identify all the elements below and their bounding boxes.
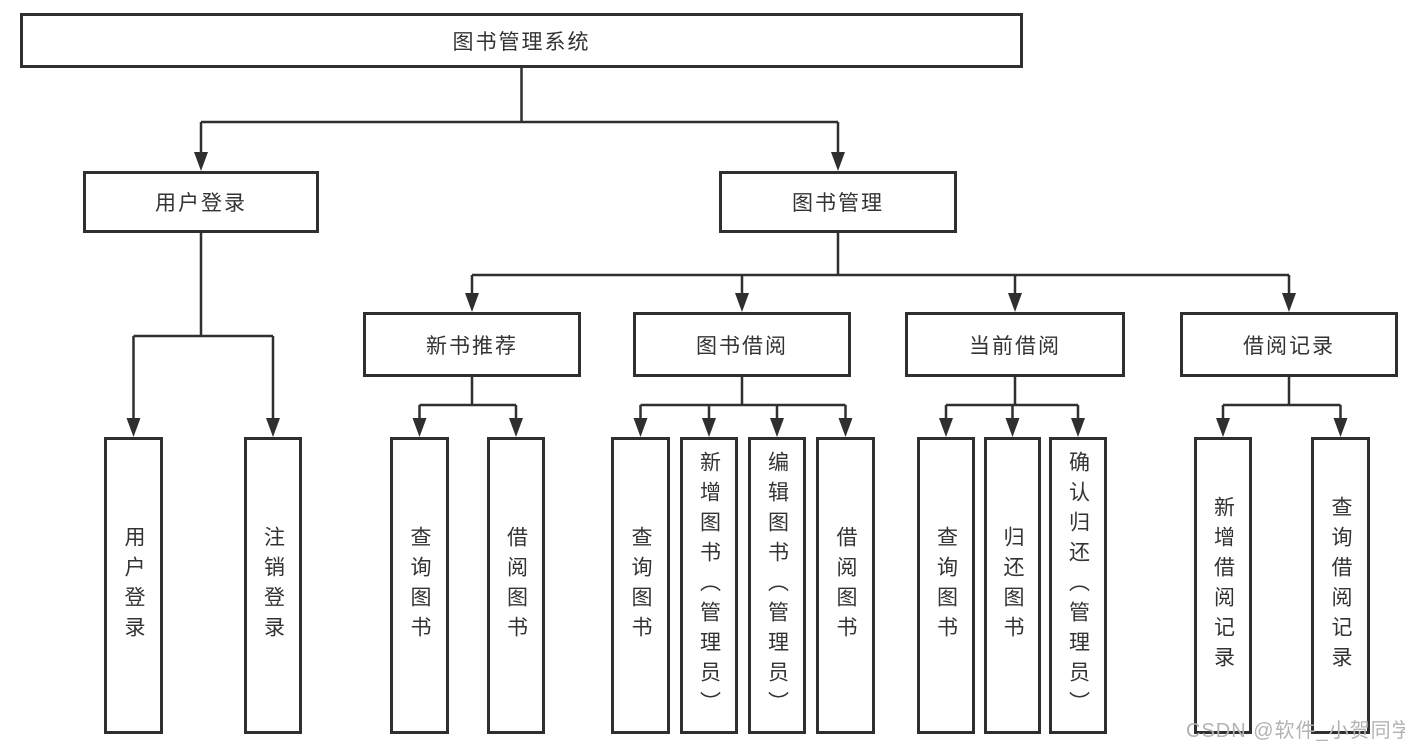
connector-root-to-level2 — [199, 68, 840, 153]
node-label: 当前借阅 — [969, 334, 1061, 358]
csdn-watermark: CSDN @软件_小贺同学 — [1186, 720, 1405, 742]
leaf-query-books-current: 查询图书 — [917, 437, 975, 734]
node-label: 新增借阅记录 — [1211, 495, 1235, 676]
node-book-management: 图书管理 — [719, 171, 957, 233]
arrowhead-icons — [126, 152, 1348, 437]
node-label: 查询图书 — [408, 525, 431, 646]
node-root-library-system: 图书管理系统 — [20, 13, 1023, 68]
leaf-logout: 注销登录 — [244, 437, 302, 734]
node-book-borrowing: 图书借阅 — [633, 312, 851, 377]
node-borrowing-records: 借阅记录 — [1180, 312, 1398, 377]
node-label: 编辑图书（管理员） — [765, 450, 789, 721]
node-label: 图书借阅 — [696, 334, 788, 358]
connector-book-borrow-to-leaves — [639, 377, 847, 419]
node-new-book-recommendation: 新书推荐 — [363, 312, 581, 377]
leaf-query-books-recommend: 查询图书 — [390, 437, 449, 734]
node-label: 新增图书（管理员） — [697, 450, 721, 721]
node-label: 查询图书 — [629, 525, 652, 646]
leaf-borrow-books-recommend: 借阅图书 — [487, 437, 545, 734]
leaf-query-books-borrow: 查询图书 — [611, 437, 670, 734]
node-label: 注销登录 — [261, 525, 285, 646]
leaf-confirm-return-admin: 确认归还（管理员） — [1049, 437, 1107, 734]
node-label: 新书推荐 — [426, 334, 518, 358]
node-user-login: 用户登录 — [83, 171, 319, 233]
node-current-borrowing: 当前借阅 — [905, 312, 1125, 377]
node-label: 用户登录 — [122, 525, 145, 646]
leaf-borrow-books: 借阅图书 — [816, 437, 875, 734]
connector-borrow-records-to-leaves — [1221, 377, 1342, 419]
connector-book-mgmt-to-level3 — [470, 233, 1291, 294]
node-label: 借阅图书 — [834, 525, 857, 646]
node-label: 借阅图书 — [504, 525, 528, 646]
node-label: 归还图书 — [1001, 525, 1024, 646]
node-label: 图书管理系统 — [452, 30, 591, 54]
leaf-edit-books-admin: 编辑图书（管理员） — [748, 437, 806, 734]
leaf-add-books-admin: 新增图书（管理员） — [680, 437, 738, 734]
node-label: 借阅记录 — [1243, 334, 1335, 358]
leaf-add-borrow-record: 新增借阅记录 — [1194, 437, 1252, 734]
leaf-return-books: 归还图书 — [984, 437, 1041, 734]
node-label: 查询图书 — [934, 525, 958, 646]
connector-current-borrow-to-leaves — [944, 377, 1080, 419]
node-label: 确认归还（管理员） — [1066, 450, 1090, 721]
connector-user-login-to-leaves — [132, 233, 275, 419]
node-label: 图书管理 — [792, 192, 884, 215]
leaf-user-login: 用户登录 — [104, 437, 163, 734]
node-label: 查询借阅记录 — [1329, 495, 1352, 676]
leaf-query-borrow-record: 查询借阅记录 — [1311, 437, 1370, 734]
node-label: 用户登录 — [155, 192, 247, 215]
connector-new-book-to-leaves — [418, 377, 518, 419]
